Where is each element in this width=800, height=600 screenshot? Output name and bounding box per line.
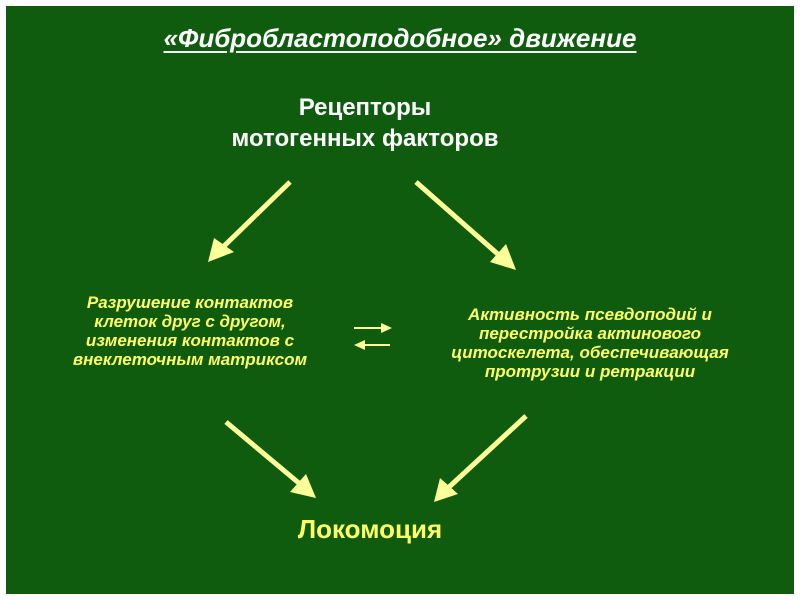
node-receptors: Рецепторы мотогенных факторов: [231, 94, 499, 152]
arrow-contacts-to-locomotion: [224, 420, 316, 498]
node-pseudopodia: Активность псевдоподий и перестройка акт…: [451, 305, 729, 381]
slide-title: «Фибробластоподобное» движение: [163, 23, 637, 53]
slide-background: [6, 6, 794, 594]
node-locomotion: Локомоция: [297, 514, 443, 544]
arrow-receptors-to-contacts: [208, 180, 292, 262]
arrow-receptors-to-pseudopodia: [414, 180, 516, 270]
arrow-contacts-to-pseudopodia: [354, 323, 392, 333]
arrow-pseudopodia-to-contacts: [354, 340, 390, 350]
arrow-pseudopodia-to-locomotion: [434, 414, 528, 502]
node-contacts: Разрушение контактов клеток друг с друго…: [72, 293, 308, 369]
